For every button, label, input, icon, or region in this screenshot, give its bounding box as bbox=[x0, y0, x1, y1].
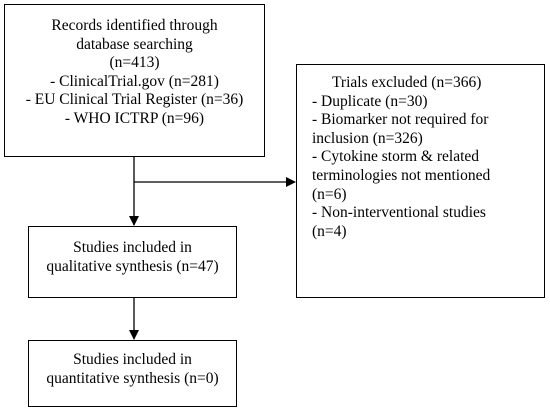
excluded-reason-biomarker: - Biomarker not required for bbox=[312, 111, 489, 129]
qualitative-line: Studies included in bbox=[73, 239, 192, 256]
records-line: database searching bbox=[76, 35, 193, 53]
excluded-reason-cytokine: - Cytokine storm & related bbox=[312, 148, 480, 166]
quantitative-synthesis-box: Studies included in quantitative synthes… bbox=[28, 340, 237, 407]
excluded-reason-cytokine: terminologies not mentioned bbox=[312, 166, 491, 184]
excluded-reason-duplicate: - Duplicate (n=30) bbox=[312, 92, 428, 110]
excluded-reason-biomarker: inclusion (n=326) bbox=[312, 129, 423, 147]
quantitative-line: Studies included in bbox=[73, 351, 192, 368]
excluded-title: Trials excluded (n=366) bbox=[332, 74, 482, 91]
trials-excluded-box: Trials excluded (n=366) - Duplicate (n=3… bbox=[296, 64, 545, 298]
records-source-eu-register: - EU Clinical Trial Register (n=36) bbox=[25, 91, 244, 109]
excluded-reason-cytokine: (n=6) bbox=[312, 185, 347, 203]
excluded-reason-non-interventional: - Non-interventional studies bbox=[312, 204, 486, 222]
records-count: (n=413) bbox=[109, 54, 160, 72]
qualitative-synthesis-box: Studies included in qualitative synthesi… bbox=[28, 226, 237, 298]
qualitative-line: qualitative synthesis (n=47) bbox=[46, 257, 219, 275]
records-line: Records identified through bbox=[51, 17, 218, 34]
quantitative-line: quantitative synthesis (n=0) bbox=[46, 369, 219, 387]
records-source-who-ictrp: - WHO ICTRP (n=96) bbox=[64, 109, 205, 127]
records-identified-box: Records identified through database sear… bbox=[4, 4, 265, 157]
excluded-reason-non-interventional: (n=4) bbox=[312, 222, 347, 240]
records-source-clinicaltrials: - ClinicalTrial.gov (n=281) bbox=[50, 72, 219, 90]
